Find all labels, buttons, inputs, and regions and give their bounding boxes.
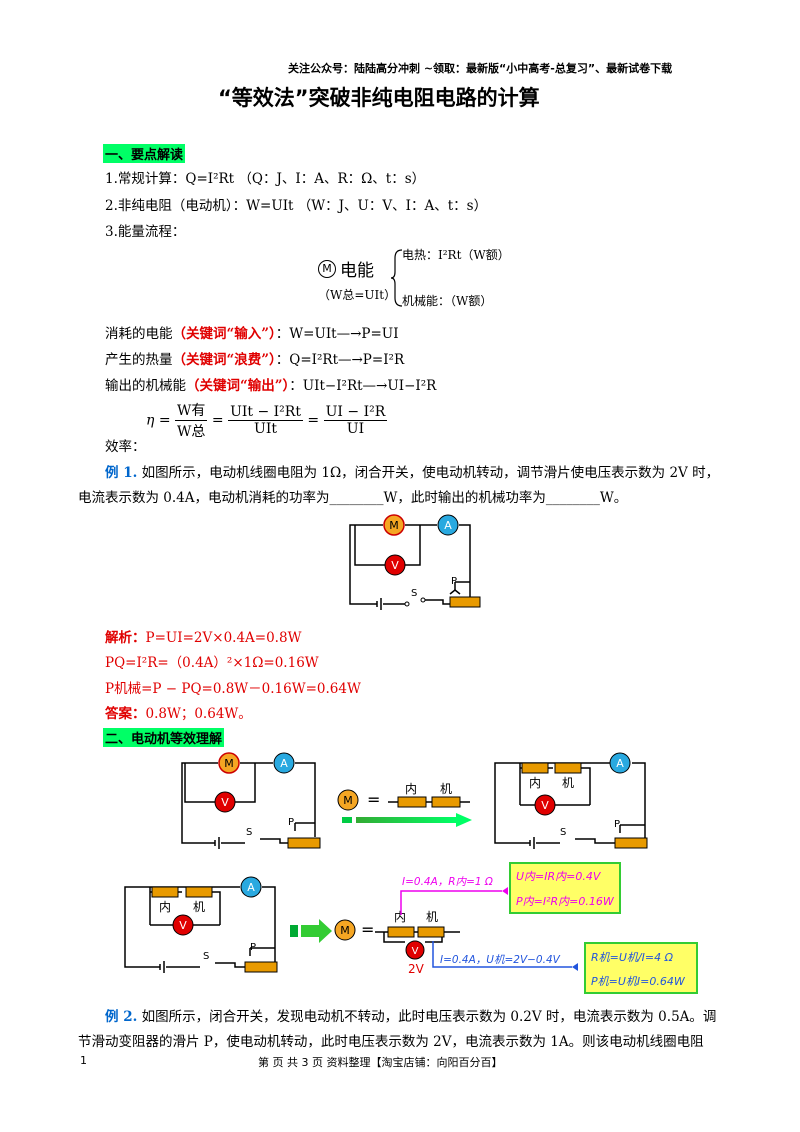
line-nonpure-resistor: 2.非纯电阻（电动机）：W=UIt （W：J、U：V、I：A、t：s） bbox=[105, 198, 488, 214]
answer-line: 答案：0.8W；0.64W。 bbox=[105, 706, 252, 722]
voltmeter-icon-3: V bbox=[541, 799, 549, 812]
box1-line2: P内=I²R内=0.16W bbox=[516, 895, 615, 908]
example1-line1: 例 1. 如图所示，电动机线圈电阻为 1Ω，闭合开关，使电动机转动，调节滑片使电… bbox=[105, 465, 720, 481]
flow-brace-icon bbox=[390, 249, 403, 307]
line-normal-calc: 1.常规计算：Q=I²Rt （Q：J、I：A、R：Ω、t：s） bbox=[105, 171, 426, 187]
line-consume: 消耗的电能（关键词“输入”）：W=UIt—→P=UI bbox=[105, 326, 399, 342]
equals-sign-1: = bbox=[367, 790, 380, 809]
box2-line2: P机=U机I=0.64W bbox=[591, 975, 686, 988]
voltmeter-icon-5: V bbox=[412, 946, 419, 957]
flow-total: （W总=UIt） bbox=[318, 288, 397, 302]
switch-label-4: S bbox=[203, 951, 209, 962]
mech-label-4: 机 bbox=[426, 910, 438, 924]
slider-label-3: P bbox=[614, 819, 620, 830]
page-number: 1 bbox=[80, 1054, 87, 1067]
example1-circuit: M A V S P bbox=[349, 514, 481, 610]
solution-line3: P机械=P − PQ=0.8W－0.16W=0.64W bbox=[105, 681, 361, 697]
box1-line1: U内=IR内=0.4V bbox=[516, 870, 602, 883]
box2-line1: R机=U机/I=4 Ω bbox=[591, 951, 674, 964]
footer-text: 第 页 共 3 页 资料整理【淘宝店铺：向阳百分百】 bbox=[258, 1056, 503, 1069]
slider-label-2: P bbox=[288, 817, 294, 828]
mech-label-1: 机 bbox=[440, 782, 452, 796]
flow-heat: 电热：I²Rt（W额） bbox=[402, 248, 510, 262]
voltmeter-icon-4: V bbox=[179, 919, 187, 932]
flow-energy: 电能 bbox=[340, 261, 374, 281]
solution-line1: 解析：P=UI=2V×0.4A=0.8W bbox=[105, 630, 302, 646]
motor-icon-4: M bbox=[340, 924, 350, 937]
line-mech-output: 输出的机械能（关键词“输出”）：UIt−I²Rt—→UI−I²R bbox=[105, 378, 437, 394]
line-energy-flow: 3.能量流程： bbox=[105, 224, 186, 240]
voltmeter-icon: V bbox=[391, 559, 399, 572]
efficiency-label: 效率： bbox=[105, 439, 146, 455]
motor-symbol-icon: M bbox=[318, 260, 336, 278]
annotation-inner: I=0.4A，R内=1 Ω bbox=[402, 876, 493, 888]
switch-label-2: S bbox=[246, 827, 252, 838]
header-note: 关注公众号：陆陆高分冲刺 ~领取：最新版“小中高考-总复习”、最新试卷下载 bbox=[288, 62, 673, 75]
annotation-mech: I=0.4A，U机=2V−0.4V bbox=[440, 954, 561, 966]
mech-label-3: 机 bbox=[193, 900, 205, 914]
ammeter-icon: A bbox=[444, 519, 452, 532]
motor-icon-3: M bbox=[343, 794, 353, 807]
slider-label: P bbox=[451, 576, 457, 587]
motor-icon: M bbox=[389, 519, 399, 532]
motor-icon-2: M bbox=[224, 757, 234, 770]
equivalence-diagram: M A V S P M = 内 机 内 机 A V S P 内 机 bbox=[124, 752, 698, 994]
section-heading-2: 二、电动机等效理解 bbox=[103, 728, 225, 747]
slider-label-4: P bbox=[250, 942, 256, 953]
flow-mechanical: 机械能：（W额） bbox=[402, 294, 493, 308]
inner-label-4: 内 bbox=[394, 910, 406, 924]
equals-sign-2: = bbox=[361, 920, 374, 939]
switch-label: S bbox=[411, 588, 417, 599]
section-heading-1: 一、要点解读 bbox=[103, 144, 186, 163]
page-title: “等效法”突破非纯电阻电路的计算 bbox=[218, 86, 540, 110]
voltmeter-icon-2: V bbox=[221, 796, 229, 809]
inner-label-3: 内 bbox=[159, 900, 171, 914]
line-heat: 产生的热量（关键词“浪费”）：Q=I²Rt—→P=I²R bbox=[105, 352, 405, 368]
ammeter-icon-2: A bbox=[280, 757, 288, 770]
example1-line2: 电流表示数为 0.4A，电动机消耗的功率为________W，此时输出的机械功率… bbox=[78, 490, 628, 506]
example2-line2: 节滑动变阻器的滑片 P，使电动机转动，此时电压表示数为 2V，电流表示数为 1A… bbox=[78, 1034, 704, 1050]
voltage-2v-label: 2V bbox=[408, 962, 425, 976]
inner-label-1: 内 bbox=[405, 782, 417, 796]
ammeter-icon-4: A bbox=[247, 881, 255, 894]
inner-label-2: 内 bbox=[529, 776, 541, 790]
switch-label-3: S bbox=[560, 827, 566, 838]
mech-label-2: 机 bbox=[562, 776, 574, 790]
example2-line1: 例 2. 如图所示，闭合开关，发现电动机不转动，此时电压表示数为 0.2V 时，… bbox=[105, 1009, 717, 1025]
solution-line2: PQ=I²R=（0.4A）²×1Ω=0.16W bbox=[105, 655, 319, 671]
ammeter-icon-3: A bbox=[616, 757, 624, 770]
